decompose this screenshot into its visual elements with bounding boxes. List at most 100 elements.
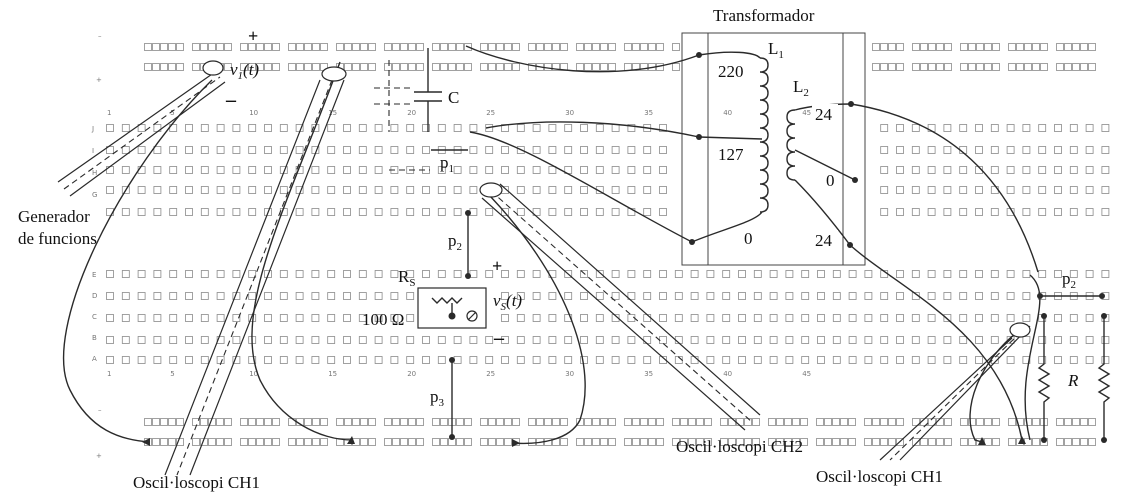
breadboard-hole <box>272 418 280 426</box>
breadboard-hole <box>592 43 600 51</box>
breadboard-hole <box>1054 186 1062 194</box>
breadboard-hole <box>153 146 162 154</box>
tap-wire-0-secondary <box>794 149 856 181</box>
tap-220-label: 220 <box>718 62 744 81</box>
breadboard-hole <box>360 418 368 426</box>
breadboard-hole <box>437 166 446 174</box>
breadboard-hole <box>312 418 320 426</box>
column-number: 5 <box>170 109 174 117</box>
breadboard-hole <box>1085 186 1094 194</box>
breadboard-hole <box>1054 208 1062 216</box>
breadboard-hole <box>880 314 889 322</box>
breadboard-hole <box>432 418 440 426</box>
breadboard-hole <box>1080 418 1088 426</box>
breadboard-hole <box>264 63 272 71</box>
breadboard-hole <box>279 124 288 132</box>
breadboard-hole <box>912 438 920 446</box>
breadboard-hole <box>674 270 683 278</box>
breadboard-hole <box>168 63 176 71</box>
breadboard-hole <box>153 270 162 278</box>
resistor-dot-2 <box>1101 313 1107 319</box>
tap-24-top-bg <box>812 104 838 124</box>
breadboard-hole <box>374 208 383 216</box>
breadboard-hole <box>1085 166 1094 174</box>
breadboard-hole <box>137 146 146 154</box>
breadboard-hole <box>674 292 683 300</box>
breadboard-hole <box>936 43 944 51</box>
breadboard-hole <box>1022 292 1031 300</box>
breadboard-hole <box>1054 124 1062 132</box>
breadboard-hole <box>959 208 968 216</box>
breadboard-hole <box>480 438 488 446</box>
breadboard-hole <box>576 63 584 71</box>
potentiometer-knob-slot <box>467 311 477 321</box>
breadboard-hole <box>992 438 1000 446</box>
breadboard-hole <box>560 418 568 426</box>
breadboard-hole <box>1064 43 1072 51</box>
breadboard-hole <box>360 63 368 71</box>
breadboard-hole <box>390 186 399 194</box>
breadboard-hole <box>1038 270 1047 278</box>
breadboard-hole <box>1101 336 1110 344</box>
resistor-r-label: R <box>1067 371 1079 390</box>
breadboard-hole <box>488 418 496 426</box>
breadboard-hole <box>595 208 604 216</box>
breadboard-hole <box>192 63 200 71</box>
breadboard-hole <box>1024 418 1032 426</box>
breadboard-hole <box>137 292 146 300</box>
potentiometer-zigzag <box>431 297 463 304</box>
breadboard-hole <box>512 418 520 426</box>
breadboard-hole <box>704 418 712 426</box>
osc-ch2-label: Oscil·loscopi CH2 <box>676 437 803 456</box>
breadboard-hole <box>256 63 264 71</box>
breadboard-hole <box>640 63 648 71</box>
breadboard-hole <box>121 356 130 364</box>
breadboard-hole <box>944 43 952 51</box>
breadboard-hole <box>422 146 430 154</box>
breadboard-hole <box>1056 438 1064 446</box>
breadboard-hole <box>496 43 504 51</box>
breadboard-hole <box>311 292 320 300</box>
breadboard-hole <box>936 63 944 71</box>
breadboard-hole <box>1016 418 1024 426</box>
breadboard-hole <box>706 356 715 364</box>
breadboard-hole <box>496 418 504 426</box>
breadboard-hole <box>832 270 841 278</box>
breadboard-hole <box>358 186 367 194</box>
column-number: 30 <box>565 109 574 117</box>
breadboard-hole <box>1006 270 1015 278</box>
plus-rs-sign: + <box>492 256 502 276</box>
breadboard-hole <box>768 418 776 426</box>
breadboard-hole <box>1032 63 1040 71</box>
breadboard-hole <box>279 146 288 154</box>
breadboard-hole <box>912 63 920 71</box>
breadboard-hole <box>611 336 620 344</box>
breadboard-hole <box>392 63 400 71</box>
breadboard-hole <box>784 418 792 426</box>
breadboard-hole <box>769 356 778 364</box>
breadboard-hole <box>344 43 352 51</box>
breadboard-hole <box>769 292 778 300</box>
breadboard-hole <box>200 314 209 322</box>
breadboard-hole <box>327 166 336 174</box>
breadboard-hole <box>600 63 608 71</box>
breadboard-hole <box>406 356 415 364</box>
breadboard-hole <box>911 270 920 278</box>
breadboard-hole <box>400 43 408 51</box>
breadboard-hole <box>817 314 825 322</box>
breadboard-hole <box>580 292 588 300</box>
breadboard-hole <box>1101 270 1110 278</box>
breadboard-hole <box>288 43 296 51</box>
wire-right-drop <box>1024 274 1041 441</box>
column-number: 40 <box>723 370 732 378</box>
breadboard-hole <box>738 336 746 344</box>
breadboard-hole <box>960 63 968 71</box>
breadboard-hole <box>624 43 632 51</box>
tap-24-top-label: 24 <box>815 105 833 124</box>
breadboard-hole <box>327 314 336 322</box>
breadboard-hole <box>504 418 512 426</box>
generator-probe-head <box>202 60 224 76</box>
breadboard-hole <box>990 208 999 216</box>
breadboard-hole <box>176 418 184 426</box>
breadboard-hole <box>643 208 652 216</box>
